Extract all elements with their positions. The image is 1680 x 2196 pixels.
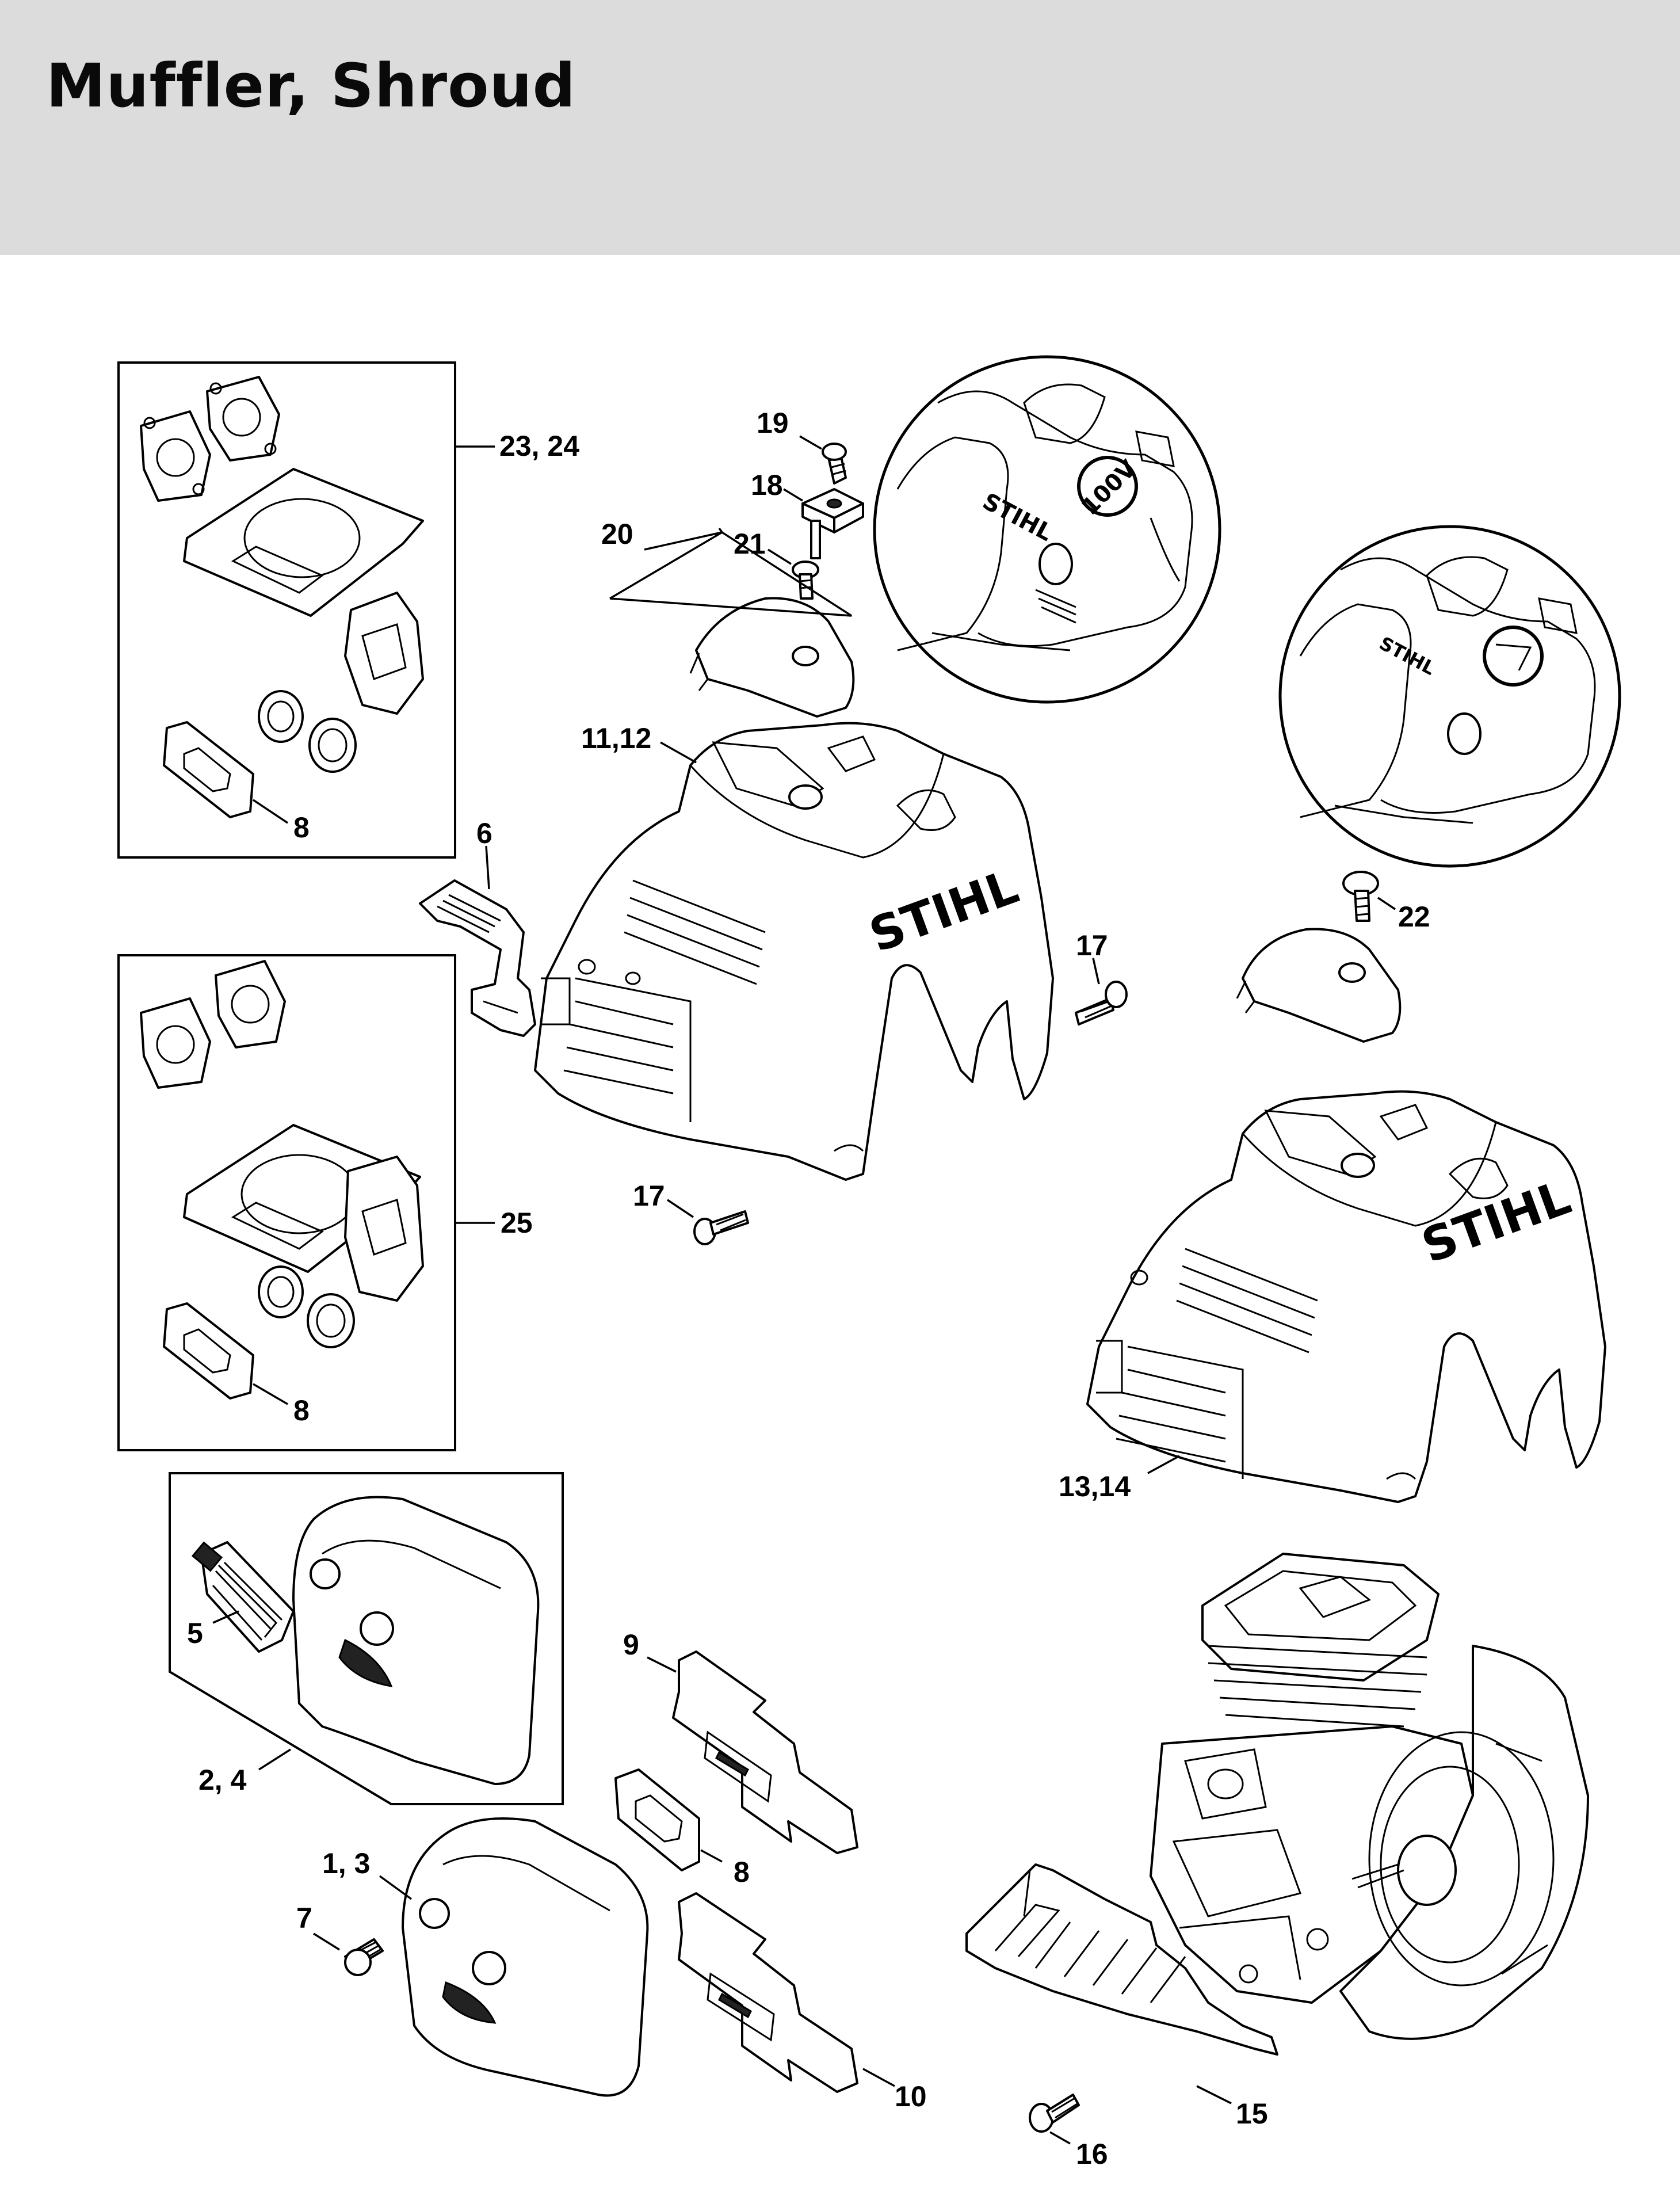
gasket-kit-23-24	[117, 361, 456, 859]
muffler-1-3	[402, 1817, 649, 2097]
cover-cap-lower	[1236, 928, 1402, 1043]
callout-2-4: 2, 4	[198, 1764, 247, 1796]
screw-16	[1029, 2094, 1080, 2133]
screw-7	[344, 1938, 384, 1976]
heat-shield-10	[678, 1892, 858, 2093]
detail-circle-plain: STIHL	[1278, 525, 1621, 868]
callout-17-lower: 17	[633, 1180, 665, 1212]
callout-8-kit-b: 8	[293, 1394, 310, 1427]
cover-cap-20	[689, 597, 855, 718]
callout-labels: 23, 24 8 25 8 6 19 18 20 21 11,12 17 17 …	[187, 407, 1430, 2170]
shroud-13-14: STIHL	[1086, 1090, 1606, 1503]
callout-11-12: 11,12	[581, 722, 651, 754]
callout-25: 25	[501, 1207, 533, 1239]
gasket-8	[614, 1768, 700, 1871]
callout-19: 19	[757, 407, 789, 439]
screw-17-lower	[693, 1210, 749, 1245]
nut-18	[801, 488, 864, 559]
callout-23-24: 23, 24	[499, 430, 579, 462]
shroud-11-12: STIHL	[534, 722, 1054, 1181]
callout-1-3: 1, 3	[322, 1847, 370, 1879]
detail-circle-badge: 100V STIHL	[873, 355, 1221, 704]
gasket-kit-25	[117, 954, 456, 1451]
callout-8-gasket: 8	[734, 1856, 750, 1888]
callout-5: 5	[187, 1617, 203, 1649]
page-title: Muffler, Shroud	[46, 51, 576, 121]
heat-shield-9	[672, 1650, 858, 1854]
callout-6: 6	[476, 817, 492, 849]
callout-10: 10	[895, 2080, 927, 2113]
muffler-kit-2-4	[169, 1472, 564, 1805]
callout-21: 21	[734, 528, 766, 560]
callout-17-upper: 17	[1076, 929, 1108, 962]
screw-17-upper	[1075, 981, 1128, 1025]
callout-20: 20	[601, 518, 633, 550]
callout-16: 16	[1076, 2138, 1108, 2170]
screw-19	[822, 443, 847, 485]
callout-13-14: 13,14	[1059, 1470, 1131, 1503]
bracket-6	[419, 879, 536, 1037]
callout-15: 15	[1236, 2098, 1268, 2130]
callout-18: 18	[751, 469, 783, 501]
spark-screen	[191, 1541, 295, 1653]
page-header	[0, 0, 1680, 255]
callout-22: 22	[1398, 901, 1430, 933]
engine-assembly	[1150, 1553, 1589, 2040]
callout-9: 9	[623, 1629, 639, 1661]
callout-8-kit-a: 8	[293, 811, 310, 844]
callout-7: 7	[296, 1902, 312, 1934]
screw-22	[1342, 871, 1379, 922]
skid-plate-15	[965, 1863, 1278, 2056]
